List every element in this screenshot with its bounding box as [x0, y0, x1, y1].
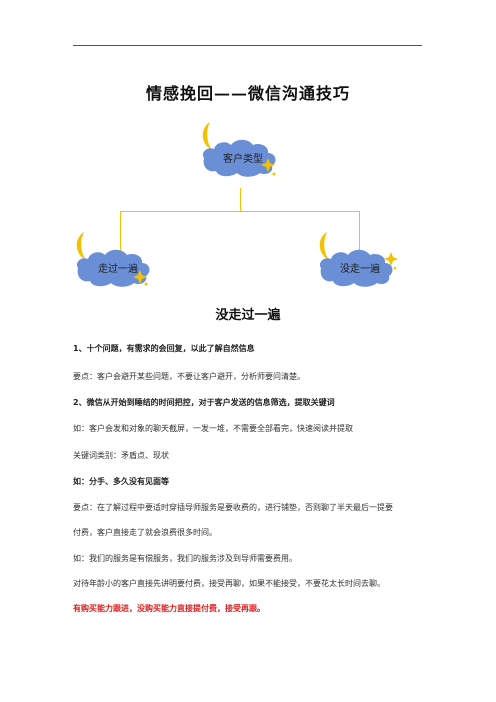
paragraph-4: 如：客户会发和对象的聊天截屏，一发一堆，不需要全部看完，快速阅读并提取 — [73, 424, 353, 433]
root-node-label: 客户类型 — [223, 154, 263, 165]
diagram-node-right: 没走一遍 — [313, 228, 403, 290]
paragraph-8: 付费，客户直接走了就会浪费很多时间。 — [73, 528, 217, 537]
diagram-node-root: 客户类型 — [196, 118, 286, 180]
connector-vertical-left — [120, 211, 121, 251]
cloud-moon-icon — [76, 232, 150, 287]
connector-vertical-root — [240, 188, 241, 212]
paragraph-11: 有购买能力跟进，没购买能力直接提付费，接受再跟。 — [73, 604, 265, 613]
header-rule — [73, 45, 422, 46]
connector-horizontal — [120, 211, 360, 212]
cloud-moon-icon — [202, 122, 276, 177]
paragraph-2: 要点：客户会避开某些问题，不要让客户避开，分析师要问清楚。 — [73, 372, 305, 381]
right-node-label: 没走一遍 — [340, 264, 380, 275]
left-node-label: 走过一遍 — [98, 264, 138, 275]
paragraph-7: 要点：在了解过程中要适时穿插导师服务是要收费的，进行铺垫，否则聊了半天最后一提要 — [73, 503, 393, 512]
document-title: 情感挽回——微信沟通技巧 — [145, 84, 350, 103]
connector-vertical-right — [359, 211, 360, 251]
cloud-moon-icon — [319, 232, 398, 287]
paragraph-1: 1、十个问题，有需求的会回复，以此了解自然信息 — [73, 344, 255, 353]
section-heading: 没走过一遍 — [215, 308, 281, 323]
paragraph-3: 2、微信从开始到睡结的时间把控，对于客户发送的信息筛选，提取关键词 — [73, 398, 335, 407]
paragraph-10: 对待年龄小的客户直接先讲明要付费，接受再聊，如果不能接受，不要花太长时间去聊。 — [73, 579, 385, 588]
paragraph-6: 如：分手、多久没有见面等 — [73, 477, 169, 486]
diagram-node-left: 走过一遍 — [70, 228, 160, 290]
paragraph-9: 如：我们的服务是有偿服务，我们的服务涉及到导师需要费用。 — [73, 554, 297, 563]
paragraph-5: 关键词类别：矛盾点、现状 — [73, 451, 169, 460]
